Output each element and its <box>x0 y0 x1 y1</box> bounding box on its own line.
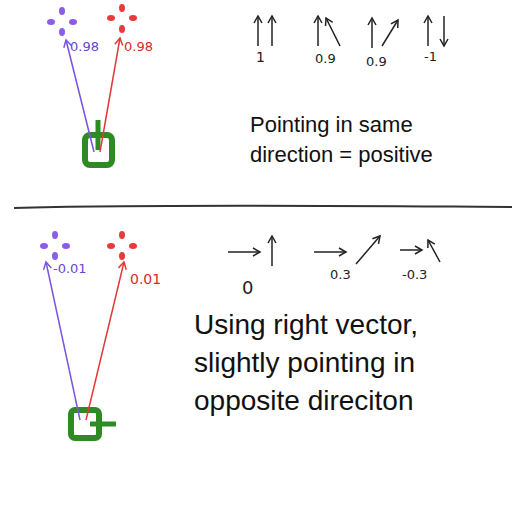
target-red <box>107 4 137 33</box>
vector-pairs <box>258 16 444 48</box>
dot-value: 0.01 <box>130 272 161 287</box>
note-text: Pointing in same direction = positive <box>250 110 490 170</box>
direction-arrow <box>100 38 120 152</box>
target-purple <box>40 231 70 260</box>
target-purple <box>47 7 77 36</box>
right-vector <box>90 422 116 427</box>
dot-value: 0.98 <box>70 40 99 54</box>
dot-value: 0.98 <box>124 40 153 54</box>
forward-vector <box>96 120 101 150</box>
dot-value: -0.01 <box>52 262 88 276</box>
direction-arrow <box>46 262 80 420</box>
divider-line <box>14 206 512 208</box>
dot-value: -1 <box>424 50 437 64</box>
dot-value: 0 <box>242 278 253 298</box>
dot-value: 1 <box>256 50 265 65</box>
dot-value: 0.9 <box>315 52 336 66</box>
target-red <box>107 231 137 260</box>
direction-arrow <box>86 262 124 420</box>
direction-arrow <box>66 40 94 152</box>
dot-value: -0.3 <box>402 268 427 282</box>
dot-value: 0.3 <box>330 268 351 282</box>
vector-pairs <box>228 236 440 266</box>
note-text: Using right vector, slightly pointing in… <box>194 306 494 420</box>
dot-value: 0.9 <box>366 55 387 69</box>
